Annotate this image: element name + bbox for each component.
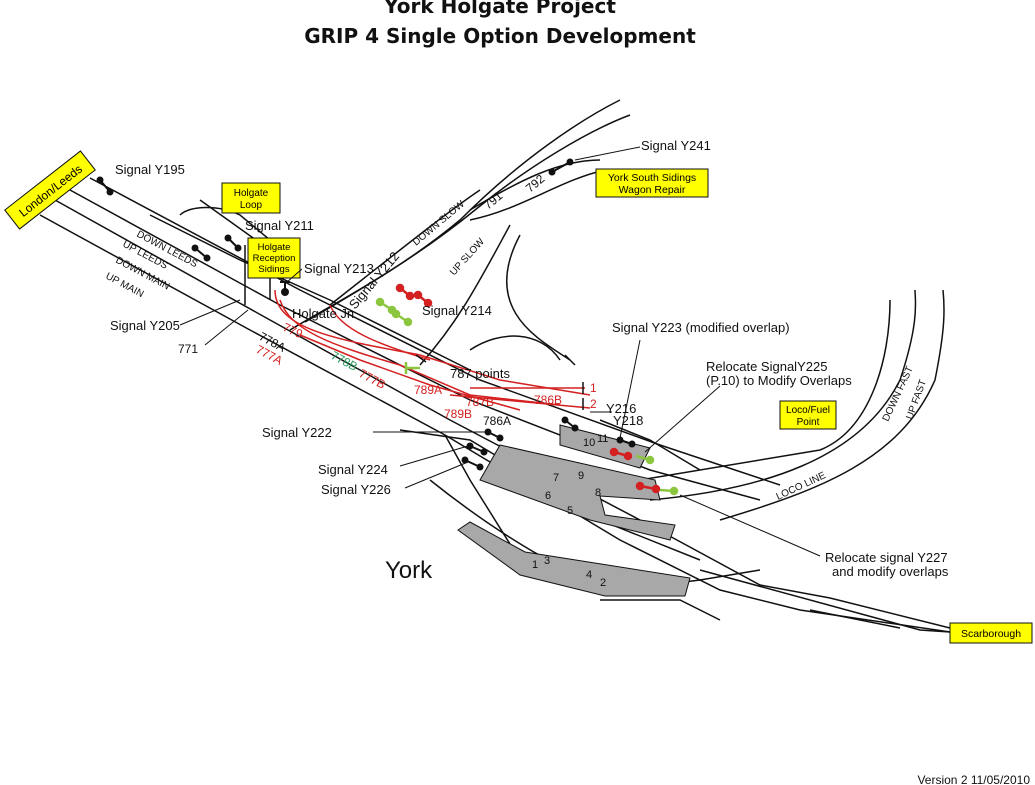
signal-y224-label: Signal Y224 (318, 462, 388, 477)
loco-fuel-line2: Point (797, 417, 820, 428)
point-777b-label: 777B (357, 366, 388, 392)
point-786b-label: 786B (534, 393, 562, 407)
platform-4-label: 4 (586, 569, 592, 581)
point-792-label: 792 (523, 171, 548, 195)
loco-fuel-line1: Loco/Fuel (786, 405, 830, 416)
signal-y205-icon (191, 244, 211, 262)
signal-y211-icon (224, 234, 242, 252)
platform-3-label: 3 (544, 555, 550, 567)
new-routes (274, 289, 591, 411)
route-2-label: 2 (590, 397, 597, 411)
signal-y216-icon (561, 416, 579, 432)
holgate-reception-line2: Reception (253, 253, 296, 264)
signal-y205-label: Signal Y205 (110, 318, 180, 333)
signal-y241-icon (548, 158, 574, 176)
signal-y195-label: Signal Y195 (115, 162, 185, 177)
point-778b-label: 778B (329, 348, 360, 374)
version-label: Version 2 11/05/2010 (917, 773, 1030, 785)
up-slow-label: UP SLOW (448, 236, 487, 278)
green-signal-symbols (375, 297, 679, 496)
platform-6-label: 6 (545, 490, 551, 502)
signal-y212-label: Signal Y212 (346, 249, 402, 312)
red-signal-y227-icon (635, 481, 661, 494)
signal-y213-label: Signal Y213 (304, 261, 374, 276)
point-labels-green: 778B (329, 348, 360, 374)
signal-y224-icon (466, 442, 488, 456)
label-boxes: London/Leeds Holgate Loop Holgate Recept… (4, 150, 1033, 644)
platform-8-label: 8 (595, 487, 601, 499)
signal-y216-label: Y216 (606, 401, 636, 416)
relocate-y225-line2: (P.10) to Modify Overlaps (706, 373, 852, 388)
holgate-reception-line1: Holgate (258, 242, 291, 253)
signal-y226-icon (461, 456, 484, 471)
loco-fuel-box (779, 400, 837, 430)
platform-11-label: 11 (597, 433, 608, 445)
holgate-reception-line3: Sidings (258, 264, 289, 275)
scarborough-box (949, 622, 1033, 644)
city-york-label: York (385, 557, 433, 584)
platform-9-label: 9 (578, 470, 584, 482)
red-signal-y212-icon (395, 283, 415, 301)
signal-y213-icon (280, 281, 290, 296)
point-771-label: 771 (178, 342, 198, 356)
signal-y222-label: Signal Y222 (262, 425, 332, 440)
signal-y214-label: Signal Y214 (422, 303, 492, 318)
signal-y195-icon (96, 176, 114, 196)
diagram-subtitle: GRIP 4 Single Option Development (304, 24, 696, 48)
point-789b-label: 789B (444, 407, 472, 421)
york-south-sidings-box (595, 168, 709, 198)
green-signal-y227-icon (659, 486, 679, 496)
holgate-loop-box (221, 182, 281, 214)
platform-2-label: 2 (600, 577, 606, 589)
red-signal-symbols (395, 283, 661, 494)
signal-y222-icon (484, 428, 504, 442)
green-signal-y212-icon (375, 297, 397, 315)
platform-10-label: 10 (583, 437, 595, 449)
signal-y226-label: Signal Y226 (321, 482, 391, 497)
relocate-y227-line1: Relocate signal Y227 (825, 550, 948, 565)
holgate-loop-line2: Loop (240, 200, 263, 211)
holgate-loop-line1: Holgate (234, 188, 269, 199)
green-signal-y214-icon (391, 309, 413, 327)
signal-y211-label: Signal Y211 (245, 218, 314, 233)
signal-y218-label: Y218 (613, 413, 643, 428)
points-787-label: 787 points (450, 366, 510, 381)
scarborough-label: Scarborough (961, 628, 1021, 640)
london-leeds-box: London/Leeds (4, 150, 96, 230)
platform-numbers: 1 2 3 4 5 6 7 8 9 10 11 (532, 433, 608, 589)
signal-y218-icon (616, 436, 636, 448)
relocate-y227-line2: and modify overlaps (832, 564, 949, 579)
signal-y223-label: Signal Y223 (modified overlap) (612, 320, 790, 335)
notes: Relocate SignalY225 (P.10) to Modify Ove… (292, 306, 949, 579)
diagram-title: York Holgate Project (384, 0, 616, 18)
point-789a-label: 789A (414, 383, 442, 397)
platform-5-label: 5 (567, 505, 573, 517)
route-1-label: 1 (590, 381, 597, 395)
york-south-line2: Wagon Repair (619, 184, 686, 196)
buffer-stops (415, 354, 584, 410)
green-signal-787-icon (404, 362, 420, 374)
point-787b-label: 787B (466, 395, 494, 409)
relocate-y225-line1: Relocate SignalY225 (706, 359, 827, 374)
platform-7-label: 7 (553, 472, 559, 484)
signal-labels: Signal Y195 Signal Y211 Signal Y213 Sign… (110, 138, 790, 497)
green-signal-y225-icon (635, 454, 655, 465)
holgate-reception-box (247, 237, 301, 279)
platform-1-label: 1 (532, 559, 538, 571)
loco-line-label: LOCO LINE (775, 470, 828, 503)
platforms (457, 424, 691, 597)
york-south-line1: York South Sidings (608, 172, 696, 184)
red-signal-y225-icon (609, 447, 633, 461)
red-signal-y214-icon (413, 290, 433, 308)
signal-symbols (96, 158, 636, 471)
signal-y241-label: Signal Y241 (641, 138, 711, 153)
platform-block-south (457, 521, 691, 597)
track-lines (39, 99, 951, 633)
point-786a-label: 786A (483, 414, 511, 428)
holgate-jn-label: Holgate Jn (292, 306, 354, 321)
pointer-lines (179, 146, 821, 557)
